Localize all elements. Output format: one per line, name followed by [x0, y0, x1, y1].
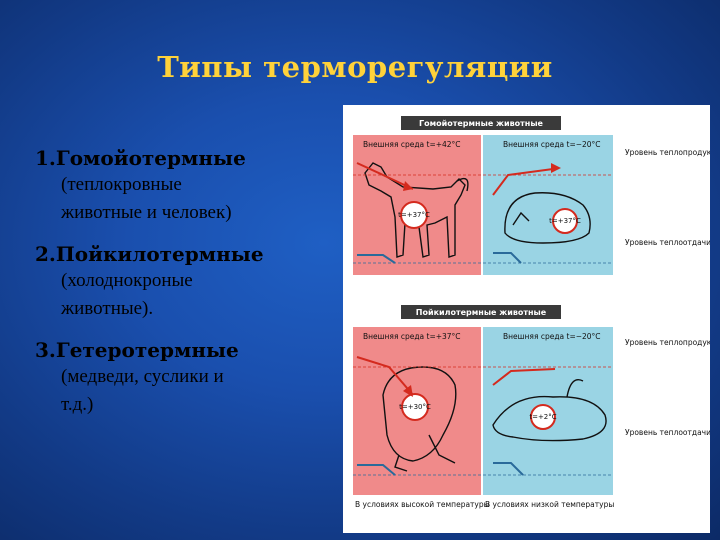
- figure-svg: Гомойотермные животные Внешняя среда t=+…: [353, 116, 710, 509]
- dog-temp: t=+37°C: [398, 211, 430, 219]
- arrowhead: [403, 385, 413, 397]
- arrow-heat-loss-cold-bottom: [493, 462, 524, 476]
- label-heat-prod-1: Уровень теплопродукции: [625, 148, 710, 157]
- types-list: 1.Гомойотермные (теплокровные животные и…: [35, 145, 335, 433]
- label-heat-loss-1: Уровень теплоотдачи: [625, 238, 710, 247]
- dog-illustration: [364, 162, 469, 258]
- header-poikilotherm-label: Пойкилотермные животные: [416, 308, 547, 317]
- frog-cold-temp-circle: [530, 404, 556, 430]
- label-heat-prod-1-text: Уровень теплопродукции: [625, 148, 710, 157]
- slide-title: Типы терморегуляции: [157, 50, 553, 84]
- env-hot-bottom: Внешняя среда t=+37°C: [363, 332, 461, 341]
- item-line: (теплокровные: [61, 174, 182, 195]
- arrow-heat-loss-hot-top: [357, 254, 396, 264]
- thermoregulation-figure: Гомойотермные животные Внешняя среда t=+…: [343, 105, 710, 533]
- dog-temp-circle: [400, 201, 428, 229]
- header-poikilotherm: [401, 305, 561, 319]
- list-item: 2.Пойкилотермные (холоднокроные животные…: [35, 241, 335, 323]
- item-head: 2.Пойкилотермные: [35, 242, 264, 266]
- item-line: (медведи, суслики и: [61, 366, 224, 387]
- arrow-heat-in-hot-top: [356, 162, 414, 190]
- env-cold-top: Внешняя среда t=−20°C: [503, 140, 601, 149]
- label-heat-loss-2-text: Уровень теплоотдачи: [625, 428, 710, 437]
- item-line: животные).: [61, 298, 154, 319]
- list-item: 3.Гетеротермные (медведи, суслики и т.д.…: [35, 337, 335, 419]
- env-cold-bottom: Внешняя среда t=−20°C: [503, 332, 601, 341]
- env-hot-top: Внешняя среда t=+42°C: [363, 140, 461, 149]
- arrowhead: [403, 181, 413, 191]
- frog-sleeping-illustration: [492, 379, 607, 442]
- label-heat-loss-2: Уровень теплоотдачи: [625, 428, 710, 437]
- cold-panel-top: [483, 135, 613, 275]
- arrowhead: [551, 163, 561, 173]
- header-homeotherm-label: Гомойотермные животные: [419, 119, 544, 128]
- header-homeotherm: [401, 116, 561, 130]
- caption-high-temp: В условиях высокой температуры: [355, 500, 490, 509]
- item-head: 1.Гомойотермные: [35, 146, 246, 170]
- frog-cold-temp: t=+2°C: [529, 413, 556, 421]
- frog-hot-temp: t=+30°C: [399, 403, 431, 411]
- arrow-heat-in-hot-bottom: [356, 356, 414, 396]
- frog-hot-temp-circle: [401, 393, 429, 421]
- cat-illustration: [504, 192, 591, 244]
- cat-temp-circle: [552, 208, 578, 234]
- item-line: животные и человек): [61, 202, 232, 223]
- list-item: 1.Гомойотермные (теплокровные животные и…: [35, 145, 335, 227]
- arrow-heat-loss-hot-bottom: [357, 464, 396, 476]
- label-heat-prod-2: Уровень теплопродукции: [625, 338, 710, 347]
- arrow-heat-prod-cold-bottom: [492, 368, 556, 386]
- caption-low-temp: В условиях низкой температуры: [485, 500, 614, 509]
- item-line: (холоднокроные: [61, 270, 193, 291]
- item-line: т.д.): [61, 394, 94, 415]
- cat-temp: t=+37°C: [549, 217, 581, 225]
- arrow-heat-prod-cold-top: [492, 168, 554, 196]
- arrow-heat-loss-cold-top: [493, 252, 522, 264]
- item-head: 3.Гетеротермные: [35, 338, 239, 362]
- label-heat-prod-2-text: Уровень теплопродукции: [625, 338, 710, 347]
- label-heat-loss-1-text: Уровень теплоотдачи: [625, 238, 710, 247]
